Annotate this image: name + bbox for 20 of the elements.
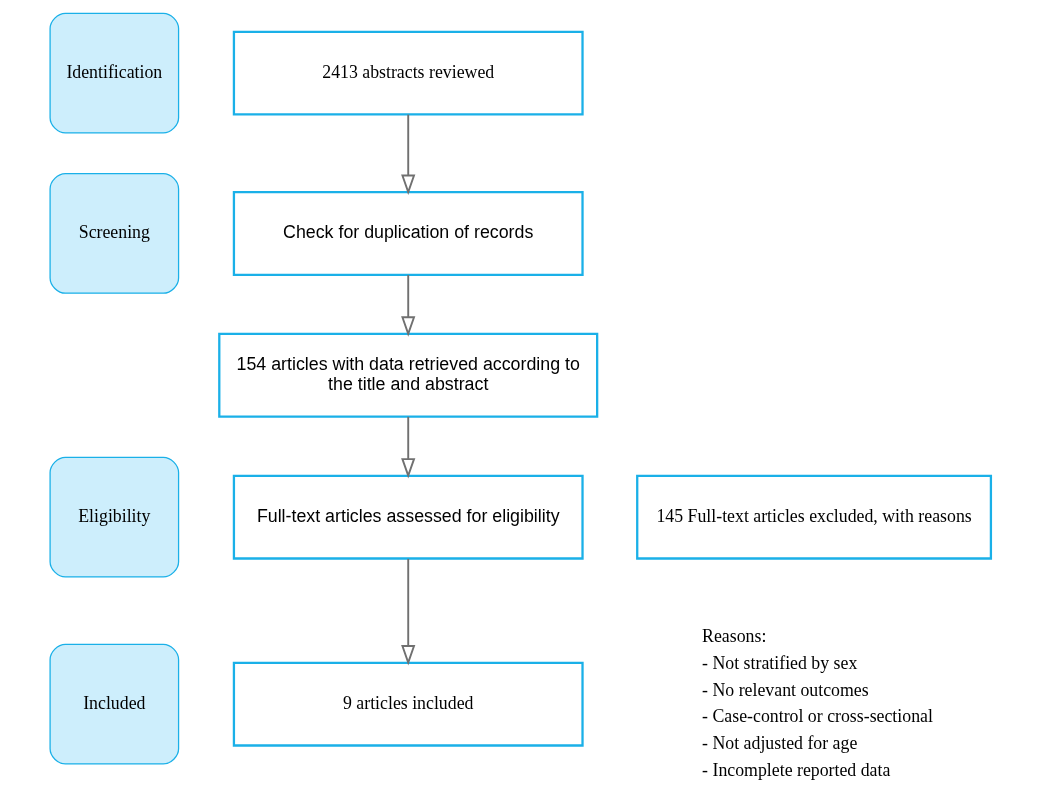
- arrow: [400, 415, 415, 479]
- label: - Case-control or cross-sectional: [701, 706, 933, 727]
- node-box: Check for duplication of records: [232, 190, 584, 276]
- node-box: Screening: [48, 173, 179, 294]
- node-box: Included: [48, 643, 179, 765]
- node-box: Identification: [48, 12, 179, 134]
- label: - Incomplete reported data: [701, 759, 890, 780]
- arrow: [400, 113, 415, 195]
- arrow: [400, 557, 415, 666]
- label: - Not stratified by sex: [701, 652, 857, 673]
- label: - Not adjusted for age: [701, 732, 857, 753]
- node-box: 145 Full-text articles excluded, with reasons: [635, 474, 992, 560]
- node-box: 9 articles included: [232, 661, 584, 747]
- label: Reasons:: [701, 626, 766, 647]
- node-box: Eligibility: [48, 456, 179, 578]
- node-box: Full-text articles assessed for eligibility: [232, 474, 584, 560]
- label: - No relevant outcomes: [701, 679, 869, 700]
- node-box: 154 articles with data retrieved according to the title and abstract: [217, 332, 598, 418]
- arrow: [400, 274, 415, 337]
- node-box: 2413 abstracts reviewed: [232, 30, 584, 116]
